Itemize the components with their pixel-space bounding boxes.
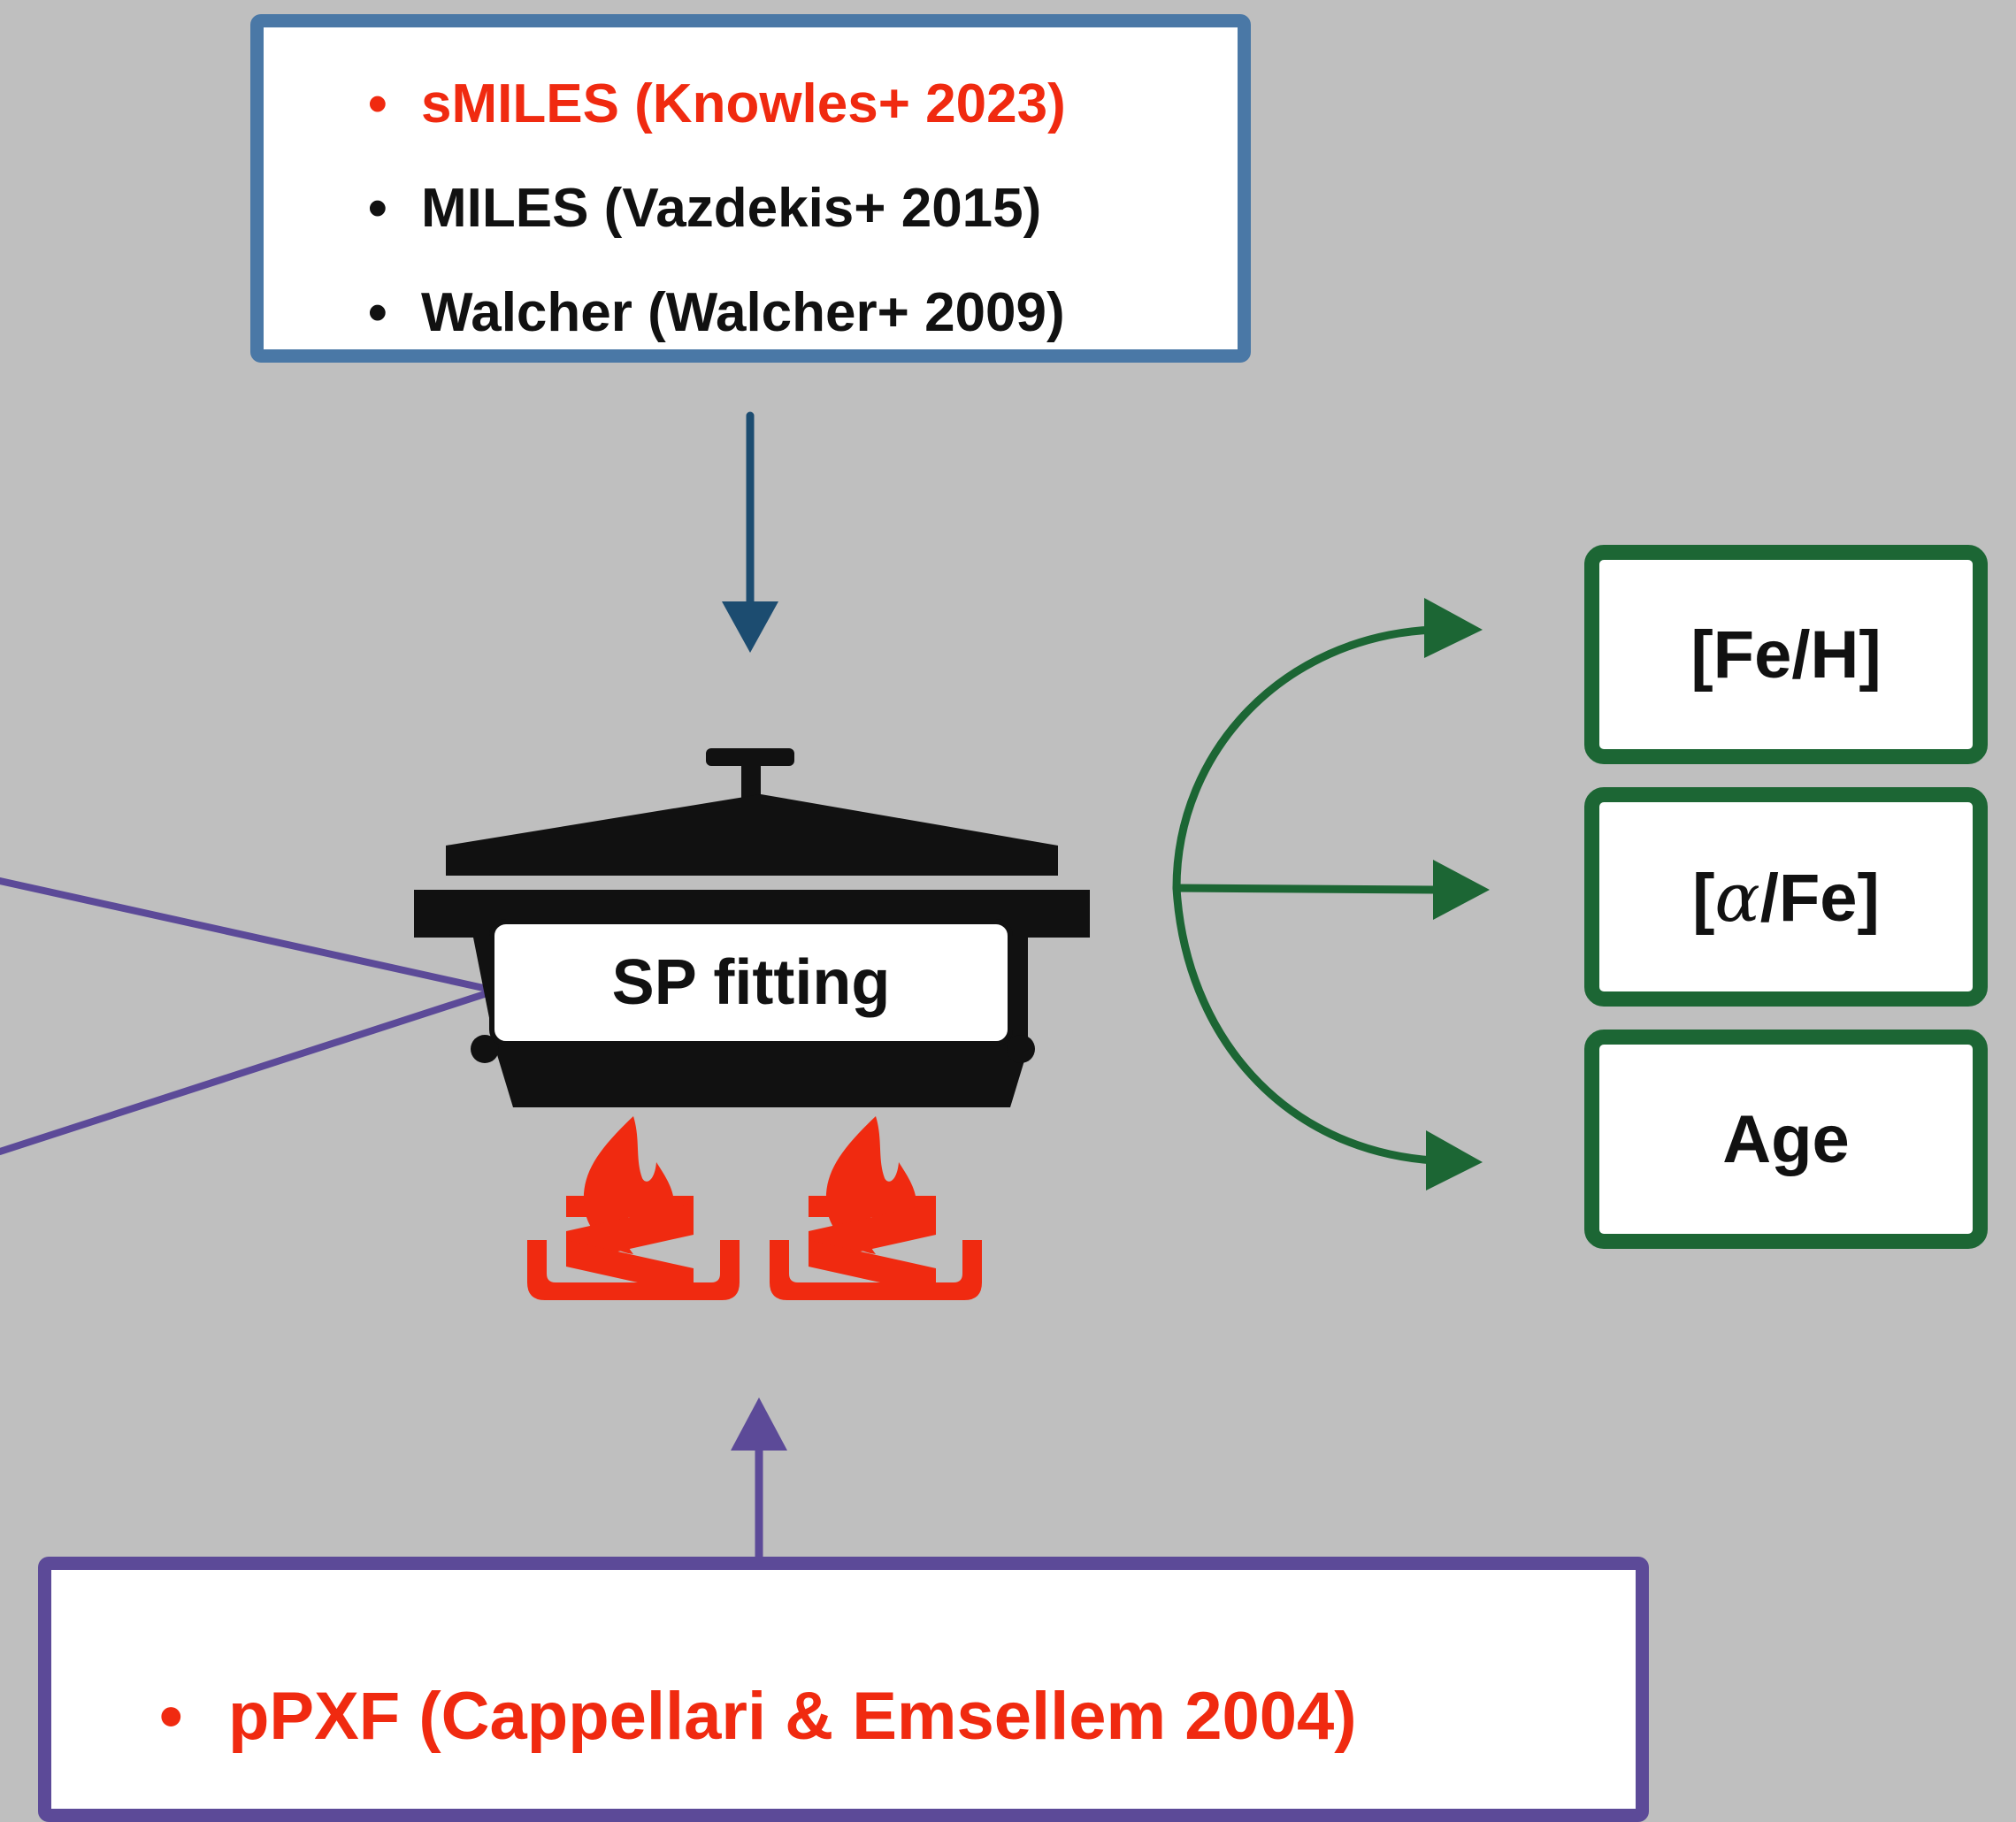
method-arrow-head (731, 1397, 787, 1451)
library-item-label: MILES (Vazdekis+ 2015) (421, 178, 1042, 239)
output-arrow-head-top (1424, 598, 1483, 658)
output-box-alpha-fe: [α/Fe] (1584, 787, 1988, 1007)
output-label-suffix: /Fe] (1759, 860, 1880, 936)
library-item-smiles: •sMILES (Knowles+ 2023) (368, 77, 1066, 132)
pot-label-plate (489, 919, 1013, 1046)
stellar-libraries-box: •sMILES (Knowles+ 2023) •MILES (Vazdekis… (250, 14, 1251, 363)
input-line-lower (0, 987, 499, 1155)
libraries-arrow-head (722, 601, 778, 653)
library-item-label: sMILES (Knowles+ 2023) (421, 73, 1066, 134)
bullet: • (368, 73, 387, 134)
campfire-icon (527, 1116, 740, 1300)
output-arrow-head-middle (1433, 860, 1490, 920)
output-box-metallicity: [Fe/H] (1584, 545, 1988, 764)
library-item-miles: • MILES (Vazdekis+ 2015) (368, 181, 1041, 236)
library-item-label: Walcher (Walcher+ 2009) (421, 282, 1065, 343)
bullet: • (368, 282, 387, 343)
pot-label: SP fitting (611, 947, 891, 1018)
library-item-walcher: •Walcher (Walcher+ 2009) (368, 286, 1065, 341)
output-arrow-straight (1172, 884, 1437, 894)
output-arrow-curve-top (1172, 625, 1437, 892)
output-arrow-curve-bottom (1172, 884, 1437, 1165)
fitting-method-box: • pPXF (Cappellari & Emsellem 2004) (38, 1557, 1649, 1822)
bullet: • (368, 178, 387, 239)
method-item-ppxf: •pPXF (Cappellari & Emsellem 2004) (159, 1683, 1357, 1750)
output-label: Age (1722, 1101, 1850, 1177)
output-box-age: Age (1584, 1030, 1988, 1249)
alpha-symbol: α (1714, 857, 1760, 937)
output-label-prefix: [ (1692, 860, 1715, 936)
campfire-icon (770, 1116, 982, 1300)
input-line-upper (0, 877, 499, 994)
output-label: [Fe/H] (1690, 616, 1882, 693)
method-item-label: pPXF (Cappellari & Emsellem 2004) (228, 1679, 1357, 1754)
output-arrow-head-bottom (1426, 1130, 1483, 1190)
output-label: [α/Fe] (1692, 858, 1880, 937)
bullet: • (159, 1679, 183, 1754)
